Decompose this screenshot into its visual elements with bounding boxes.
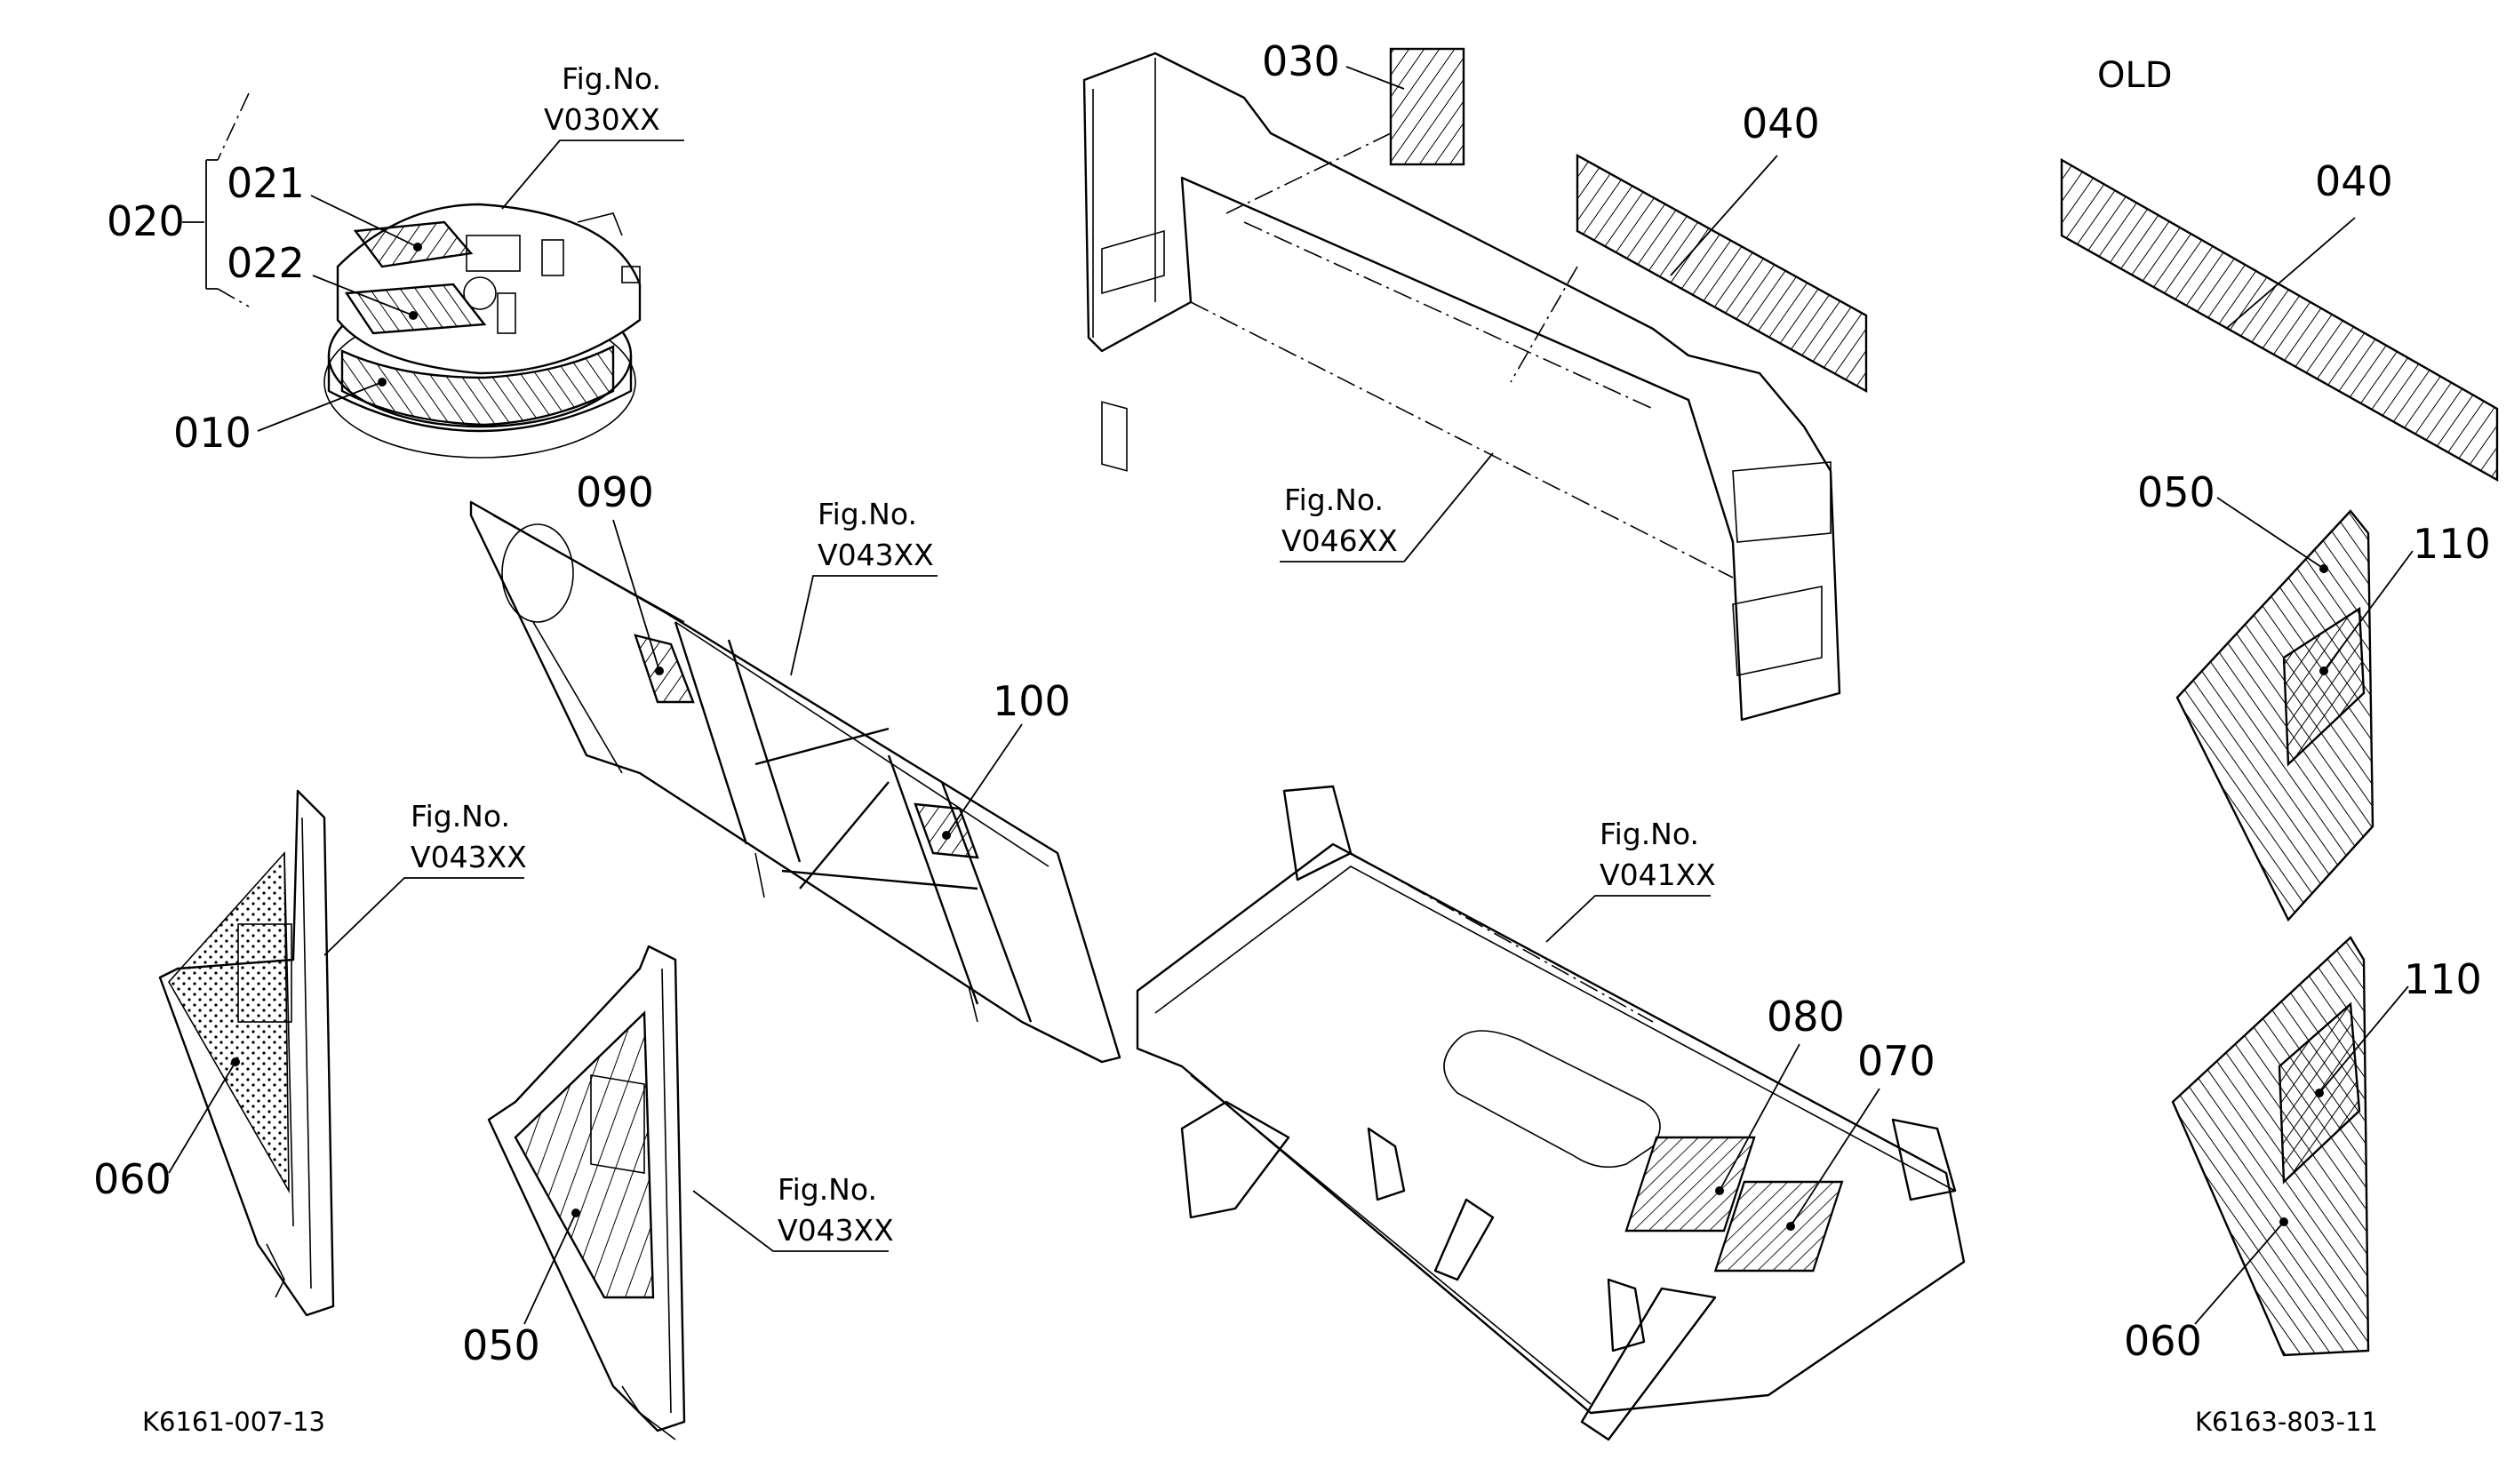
- decal-010: [340, 345, 615, 427]
- left-panel-050-assembly: [487, 945, 686, 1440]
- part-080-label: 080: [1767, 993, 1845, 1041]
- part-110-b-label: 110: [2404, 955, 2482, 1003]
- part-050-old-label: 050: [2137, 468, 2215, 516]
- part-020-label: 020: [107, 197, 185, 245]
- part-022-label: 022: [227, 239, 305, 287]
- long-cover-assembly: [1082, 52, 1841, 722]
- fig-ref-v041: V041XX: [1600, 858, 1716, 892]
- fig-label-v030: Fig.No.: [562, 61, 661, 96]
- part-090-label: 090: [576, 468, 654, 516]
- decal-110-a: [2282, 606, 2366, 767]
- part-021-label: 021: [227, 159, 305, 207]
- part-100-label: 100: [993, 677, 1071, 725]
- fig-ref-v043-c: V043XX: [778, 1213, 894, 1248]
- footer-left-code: K6161-007-13: [142, 1407, 325, 1437]
- decal-040: [1576, 153, 1868, 394]
- decal-040-old: [2060, 157, 2499, 483]
- decal-070: [1713, 1180, 1844, 1273]
- fig-ref-v046: V046XX: [1281, 523, 1398, 558]
- base-frame-assembly: [1136, 785, 1966, 1441]
- decal-080: [1624, 1136, 1756, 1233]
- part-110-a-label: 110: [2413, 520, 2491, 568]
- old-label: OLD: [2097, 55, 2173, 96]
- round-housing-assembly: [323, 203, 642, 459]
- fig-label-v043-c: Fig.No.: [778, 1172, 877, 1207]
- left-panel-060-assembly: [158, 789, 335, 1317]
- fig-ref-v030: V030XX: [544, 102, 660, 137]
- part-010-label: 010: [173, 409, 251, 457]
- fig-label-v043-a: Fig.No.: [818, 497, 917, 531]
- part-070-label: 070: [1857, 1037, 1935, 1085]
- part-060-old-label: 060: [2124, 1317, 2202, 1365]
- fig-ref-v043-b: V043XX: [411, 840, 527, 874]
- fig-label-v041: Fig.No.: [1600, 817, 1699, 851]
- decal-050: [514, 1010, 655, 1299]
- decal-050-old: [2175, 509, 2374, 922]
- fig-label-v046: Fig.No.: [1284, 483, 1384, 517]
- decal-060-old: [2171, 936, 2370, 1357]
- footer-right-code: K6163-803-11: [2195, 1407, 2378, 1437]
- decal-030: [1389, 47, 1465, 166]
- part-060-label: 060: [93, 1155, 172, 1203]
- part-050-label: 050: [462, 1321, 540, 1369]
- part-040-old-label: 040: [2315, 157, 2393, 205]
- fig-label-v043-b: Fig.No.: [411, 799, 510, 834]
- part-030-label: 030: [1262, 37, 1340, 85]
- part-040-label: 040: [1742, 100, 1820, 148]
- decal-090: [634, 634, 695, 704]
- side-frame-assembly: [469, 500, 1121, 1064]
- fig-ref-v043-a: V043XX: [818, 538, 934, 572]
- decal-022: [344, 283, 487, 335]
